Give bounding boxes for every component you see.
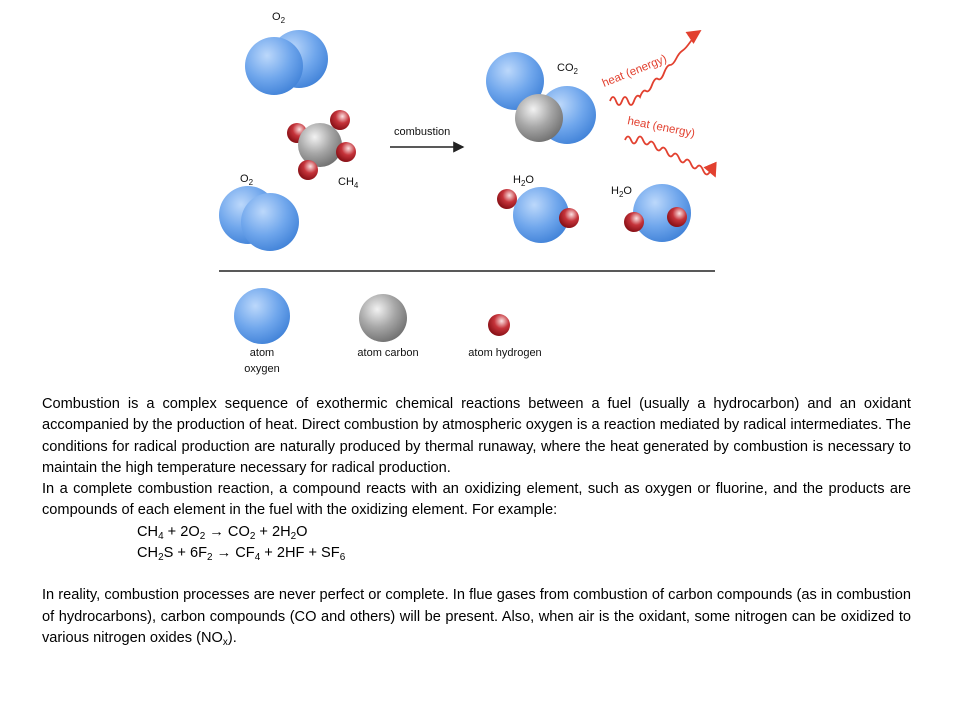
paragraph-incomplete-combustion: In reality, combustion processes are nev… xyxy=(42,587,911,648)
combustion-diagram: O2 CH4 O2 combustion CO2 heat (energy) h… xyxy=(219,11,717,375)
ch4-label: CH4 xyxy=(338,176,359,190)
heat-label-2: heat (energy) xyxy=(626,115,696,140)
equation-methane: CH4 + 2O2 → CO2 + 2H2O xyxy=(137,523,308,542)
h2o-molecule-b xyxy=(624,184,691,242)
paragraph-combustion-intro: Combustion is a complex sequence of exot… xyxy=(42,396,911,476)
heat-wave-2 xyxy=(624,135,717,178)
legend-oxygen-label-2: oxygen xyxy=(244,363,279,375)
o2-label-left: O2 xyxy=(240,173,254,187)
equation-fluorine: CH2S + 6F2 → CF4 + 2HF + SF6 xyxy=(137,545,346,564)
heat-label-1: heat (energy) xyxy=(601,53,669,90)
co2-label: CO2 xyxy=(557,62,579,76)
o2-molecule-left xyxy=(219,186,299,251)
legend-carbon-atom xyxy=(359,294,407,342)
legend-oxygen-atom xyxy=(234,288,290,344)
paragraph-gap xyxy=(42,564,911,585)
legend-hydrogen-atom xyxy=(488,314,510,336)
body-text: Combustion is a complex sequence of exot… xyxy=(42,394,911,649)
paragraph-complete-combustion: In a complete combustion reaction, a com… xyxy=(42,481,911,519)
ch4-molecule xyxy=(287,110,356,180)
heat-wave-1 xyxy=(609,30,702,106)
o2-label-top: O2 xyxy=(272,11,286,25)
combustion-label: combustion xyxy=(394,126,450,138)
o2-molecule-top xyxy=(245,30,328,95)
h2o-label-b: H2O xyxy=(611,185,632,199)
h2o-label-a: H2O xyxy=(513,174,534,188)
co2-molecule xyxy=(486,52,596,144)
legend-hydrogen-label: atom hydrogen xyxy=(468,347,541,359)
h2o-molecule-a xyxy=(497,187,579,243)
legend-oxygen-label-1: atom xyxy=(250,347,274,359)
legend-carbon-label: atom carbon xyxy=(357,347,418,359)
